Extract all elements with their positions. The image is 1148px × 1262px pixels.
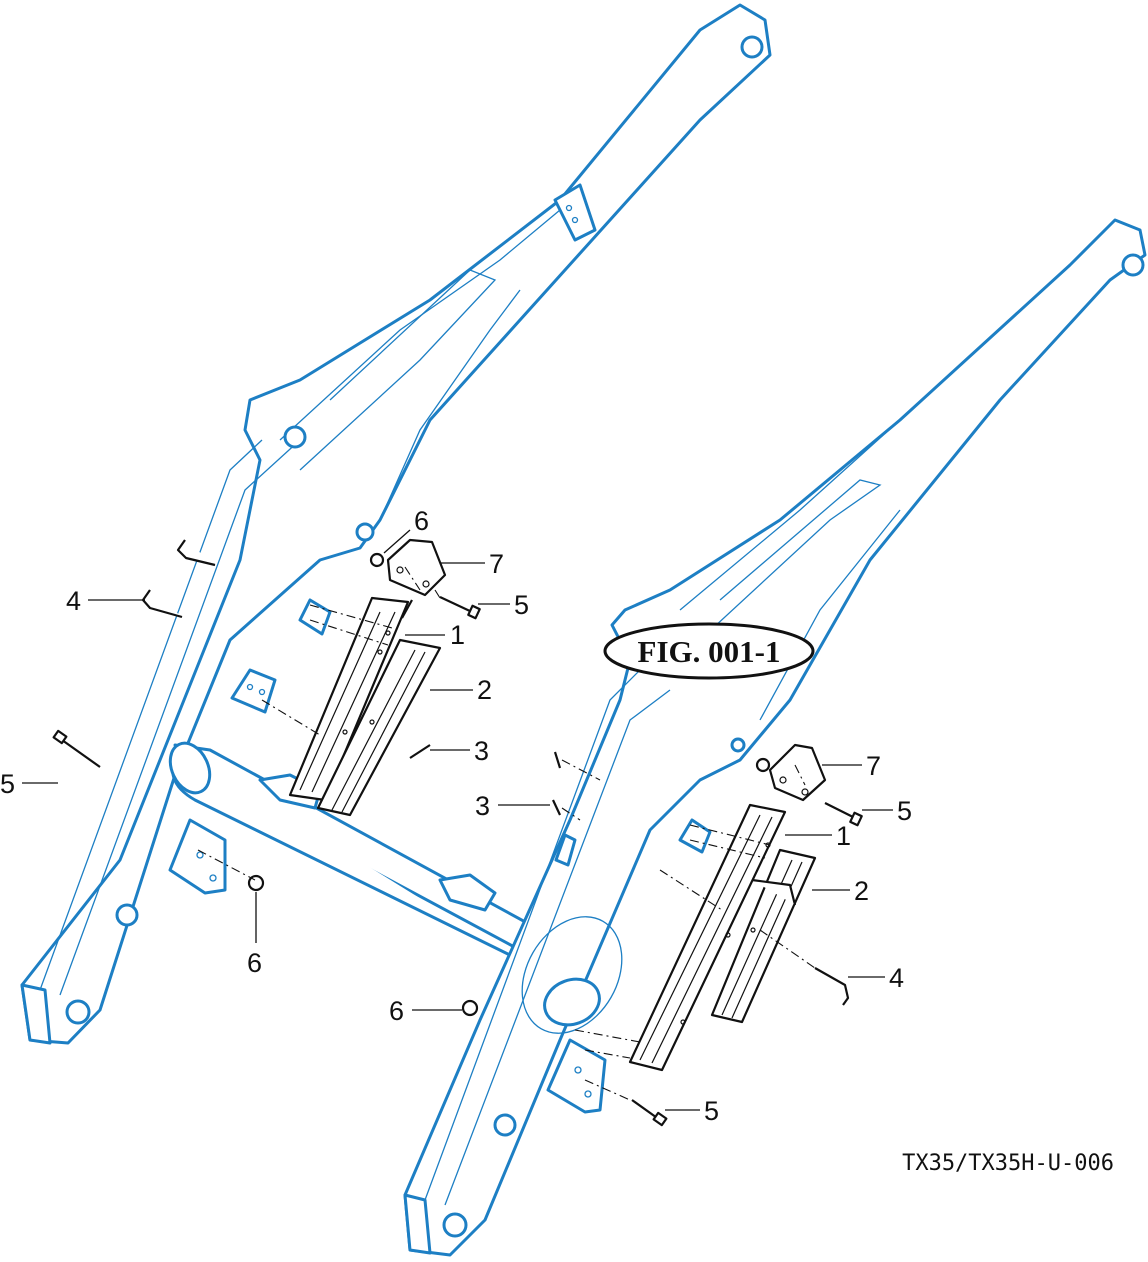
l-pin-drawing — [141, 539, 216, 619]
pin-drawing — [401, 599, 431, 759]
callout-4-left: 4 — [66, 586, 81, 616]
right-loader-frame — [403, 218, 1147, 1257]
channel-drawing — [316, 638, 442, 817]
bracket-drawing — [768, 743, 827, 802]
figure-label: FIG. 001-1 — [603, 622, 815, 680]
callout-6-top-left: 6 — [414, 506, 429, 536]
callout-5-right-lower: 5 — [704, 1096, 719, 1126]
right-parts — [461, 743, 863, 1127]
figure-label-ellipse — [603, 622, 815, 680]
callout-5-left-lower: 5 — [0, 769, 15, 799]
callout-3-right: 3 — [475, 791, 490, 821]
callout-5-right-upper: 5 — [897, 796, 912, 826]
nut-drawing — [461, 999, 479, 1017]
document-code: TX35/TX35H-U-006 — [902, 1151, 1114, 1176]
callout-2-right: 2 — [854, 876, 869, 906]
callout-labels: 6 7 5 4 1 2 3 5 6 7 5 3 1 2 4 6 5 — [0, 506, 912, 1126]
callout-5-left-upper: 5 — [514, 590, 529, 620]
stand-leg-drawing — [628, 803, 787, 1072]
callout-7-right: 7 — [866, 751, 881, 781]
callout-6-left-lower: 6 — [247, 948, 262, 978]
callout-7-left: 7 — [489, 549, 504, 579]
left-parts — [52, 538, 481, 892]
nut-drawing — [755, 757, 771, 773]
callout-2-left: 2 — [477, 675, 492, 705]
callout-3-left: 3 — [474, 736, 489, 766]
callout-6-right: 6 — [389, 996, 404, 1026]
bolt-drawing — [824, 802, 863, 827]
left-loader-frame — [20, 3, 772, 1045]
bolt-drawing — [439, 596, 481, 620]
figure-label-text: FIG. 001-1 — [638, 634, 781, 669]
pin-drawing — [552, 751, 562, 816]
callout-1-left: 1 — [450, 620, 465, 650]
bracket-drawing — [386, 538, 447, 597]
bolt-drawing — [52, 729, 101, 768]
callout-1-right: 1 — [836, 821, 851, 851]
callout-4-right: 4 — [889, 963, 904, 993]
bolt-drawing — [631, 1099, 668, 1127]
nut-drawing — [369, 552, 385, 568]
l-pin-drawing — [751, 878, 850, 1006]
nut-drawing — [247, 874, 265, 892]
leader-lines — [22, 529, 893, 1111]
